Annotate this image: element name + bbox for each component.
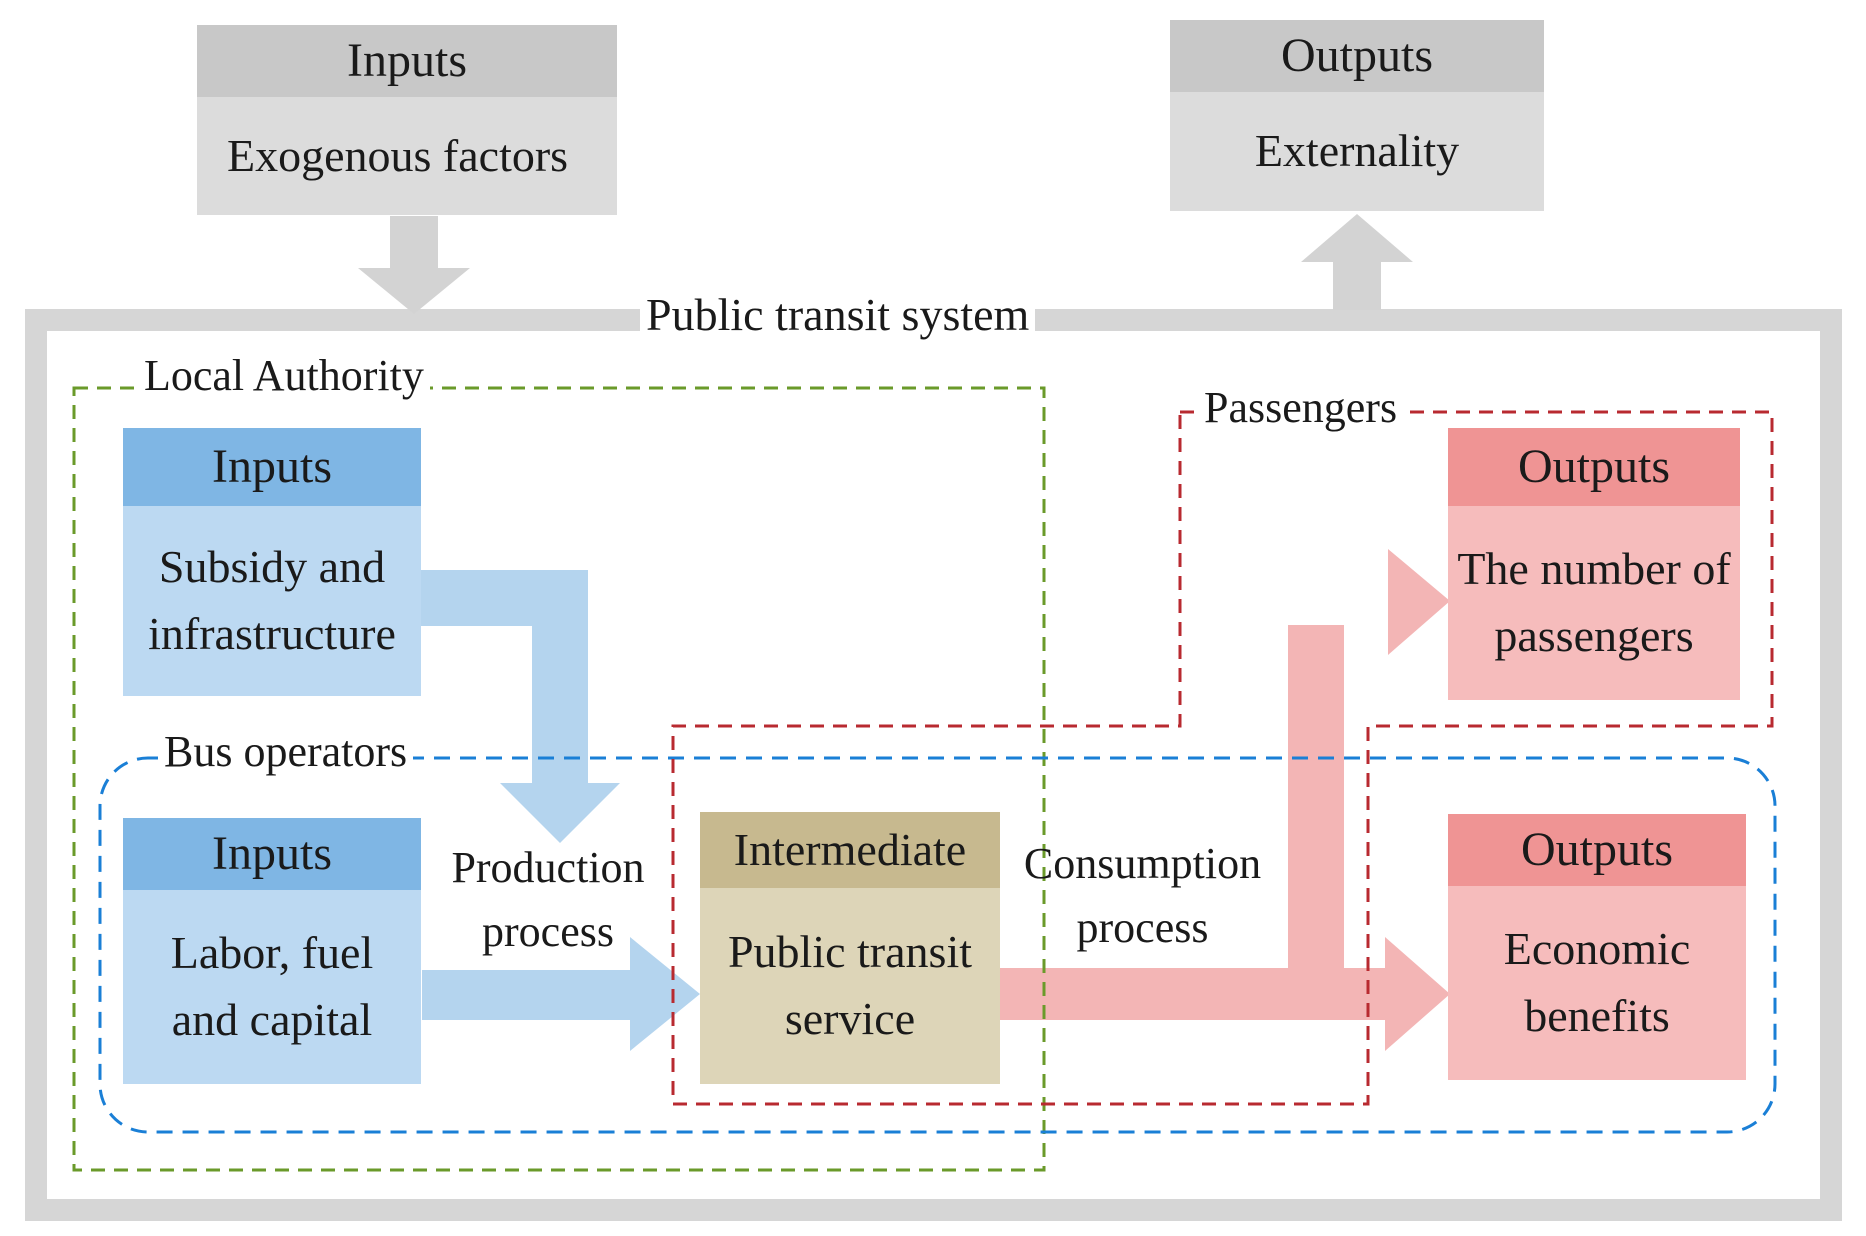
production-process-label: Production process (451, 843, 645, 956)
subsidy-arrow (420, 570, 620, 843)
labor-inputs-header: Inputs (123, 818, 421, 890)
externality-header: Outputs (1170, 20, 1544, 92)
bus-operators-label: Bus operators (158, 730, 414, 774)
labor-inputs-box: Inputs Labor, fuel and capital (123, 818, 421, 1084)
intermediate-body: Public transit service (700, 888, 1000, 1084)
economic-outputs-box: Outputs Economic benefits (1448, 814, 1746, 1080)
exogenous-input-arrow (358, 216, 470, 314)
labor-inputs-body: Labor, fuel and capital (123, 890, 421, 1084)
exogenous-inputs-box: Inputs Exogenous factors (197, 25, 617, 215)
subsidy-inputs-box: Inputs Subsidy and infrastructure (123, 428, 421, 696)
system-title: Public transit system (640, 292, 1036, 338)
passengers-outputs-box: Outputs The number of passengers (1448, 428, 1740, 700)
economic-outputs-header: Outputs (1448, 814, 1746, 886)
subsidy-inputs-header: Inputs (123, 428, 421, 506)
consumption-process-label: Consumption process (1023, 839, 1262, 952)
intermediate-box: Intermediate Public transit service (700, 812, 1000, 1084)
local-authority-label: Local Authority (138, 354, 430, 398)
passengers-border (671, 410, 1774, 1106)
passengers-outputs-header: Outputs (1448, 428, 1740, 506)
subsidy-inputs-body: Subsidy and infrastructure (123, 506, 421, 696)
local-authority-border (72, 386, 1046, 1172)
production-arrow (422, 937, 700, 1051)
bus-operators-border (98, 756, 1777, 1134)
externality-output-arrow (1301, 214, 1413, 310)
passengers-outputs-body: The number of passengers (1448, 506, 1740, 700)
intermediate-header: Intermediate (700, 812, 1000, 888)
exogenous-inputs-header: Inputs (197, 25, 617, 97)
exogenous-inputs-body: Exogenous factors (197, 97, 617, 215)
passengers-label: Passengers (1198, 386, 1404, 430)
externality-body: Externality (1170, 92, 1544, 211)
economic-outputs-body: Economic benefits (1448, 886, 1746, 1080)
externality-box: Outputs Externality (1170, 20, 1544, 211)
consumption-arrow (1000, 549, 1450, 1051)
